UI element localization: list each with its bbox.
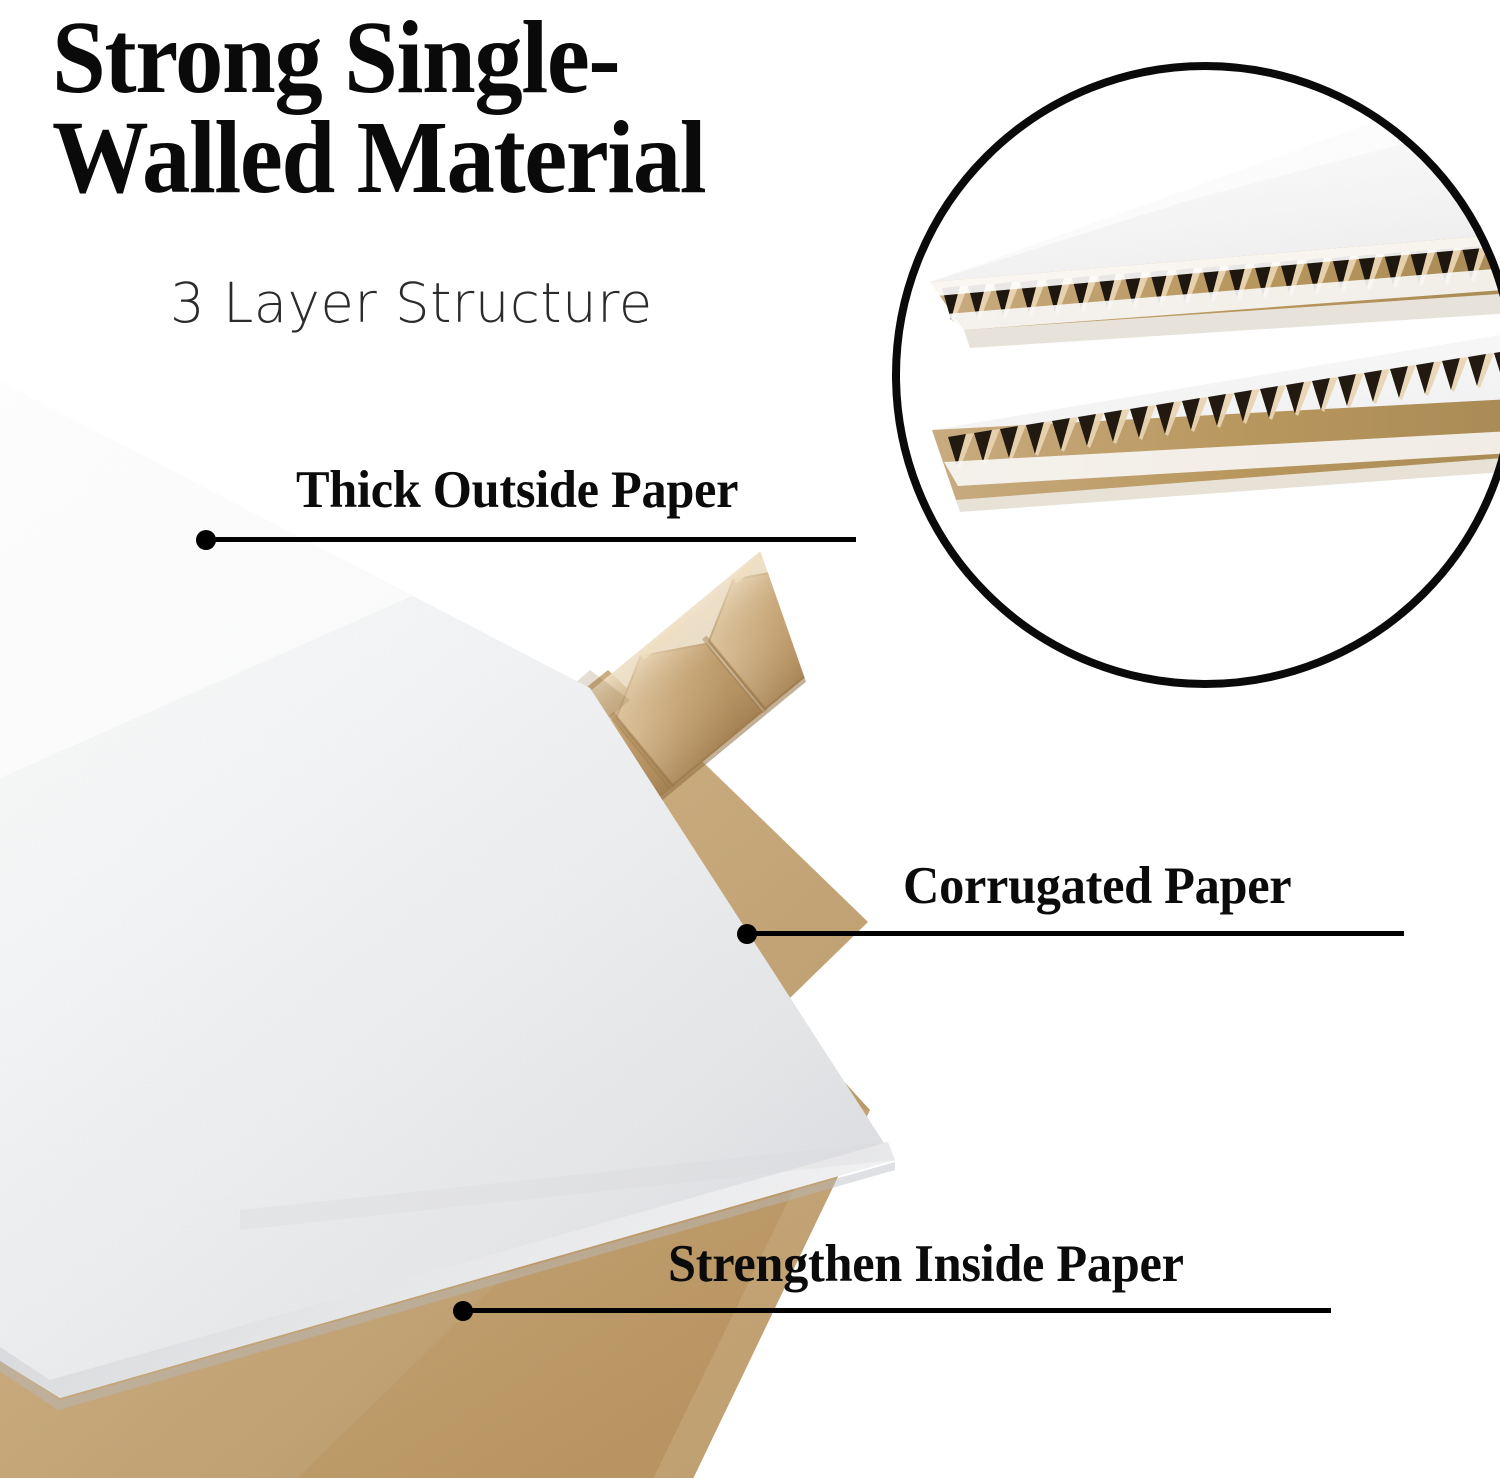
title-line-2: Walled Material [52, 99, 707, 215]
leader-dot-icon [196, 530, 216, 550]
inset-photo-content [896, 66, 1500, 684]
page-title: Strong Single- Walled Material [52, 0, 882, 215]
upper-cardboard-sheet [930, 66, 1500, 348]
title-line-1: Strong Single- [52, 0, 621, 115]
closeup-inset [890, 0, 1500, 752]
leader-rule [467, 1308, 1331, 1313]
page-subtitle: 3 Layer Structure [170, 271, 653, 335]
white-outer-liner [0, 382, 895, 1410]
callout-label-inside: Strengthen Inside Paper [668, 1235, 1184, 1293]
leader-dot-icon [737, 924, 757, 944]
inset-circle-outline [892, 62, 1500, 688]
callout-label-corrugated: Corrugated Paper [903, 857, 1292, 915]
inset-illustration [892, 62, 1500, 688]
lower-cardboard-sheet [932, 330, 1500, 512]
leader-dot-icon [453, 1301, 473, 1321]
leader-rule [751, 931, 1404, 936]
corrugated-board-photo [0, 370, 910, 1478]
board-illustration [0, 382, 895, 1478]
lower-flute-teeth [948, 350, 1500, 468]
leader-rule [210, 537, 856, 542]
callout-label-thick-outside: Thick Outside Paper [296, 461, 739, 519]
